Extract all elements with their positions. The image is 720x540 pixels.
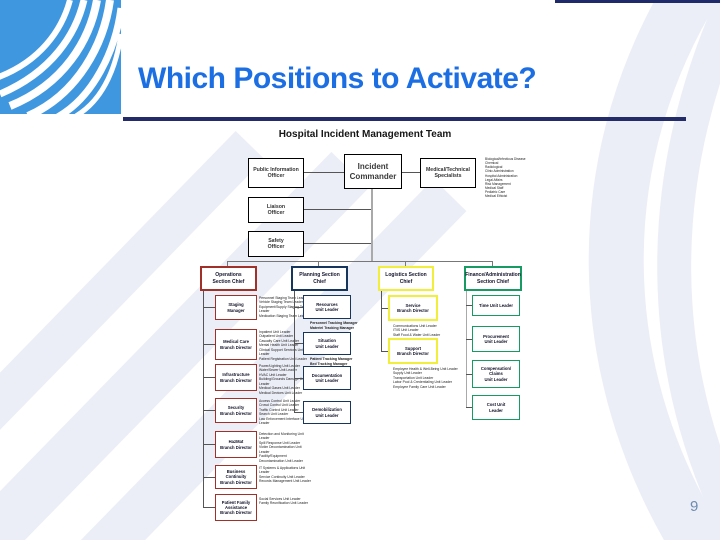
hazmat-units-list: Detection and Monitoring Unit Leader Spi… (259, 432, 304, 463)
connector (466, 407, 472, 409)
connector (304, 243, 371, 245)
service-branch-box: Service Branch Director (388, 295, 438, 321)
connector (466, 291, 468, 407)
time-unit-box: Time Unit Leader (472, 295, 520, 316)
staging-manager-box: Staging Manager (215, 295, 257, 320)
infrastructure-branch-box: Infrastructure Branch Director (215, 364, 257, 391)
connector (466, 374, 472, 376)
connector (492, 261, 494, 266)
finance-admin-section-chief-box: Finance/Administration Section Chief (464, 266, 522, 291)
connector (304, 172, 344, 174)
connector (402, 172, 420, 174)
connector (203, 477, 215, 479)
connector (203, 507, 215, 509)
resources-unit-box: Resources Unit Leader (303, 295, 351, 319)
connector (294, 307, 303, 309)
connector (381, 351, 388, 353)
connector (294, 291, 296, 412)
operations-section-chief-box: Operations Section Chief (200, 266, 257, 291)
page-title: Which Positions to Activate? (138, 62, 537, 95)
incident-commander-box: Incident Commander (344, 154, 402, 189)
page-number: 9 (690, 498, 699, 515)
connector (203, 291, 205, 507)
connector (203, 377, 215, 379)
safety-officer-box: Safety Officer (248, 231, 304, 257)
business-continuity-branch-box: Business Continuity Branch Director (215, 465, 257, 489)
public-information-officer-box: Public Information Officer (248, 158, 304, 188)
service-branch-units-list: Communications Unit Leader IT/IS Unit Le… (393, 324, 441, 337)
procurement-unit-box: Procurement Unit Leader (472, 326, 520, 352)
connector (466, 305, 472, 307)
brand-logo (0, 0, 121, 114)
demobilization-unit-box: Demobilization Unit Leader (303, 401, 351, 424)
security-branch-box: Security Branch Director (215, 398, 257, 423)
medical-technical-specialists-box: Medical/Technical Specialists (420, 158, 476, 188)
connector (466, 339, 472, 341)
resources-sub-units: Personnel Tracking Manager Materiel Trac… (310, 321, 358, 330)
connector (304, 209, 371, 211)
business-continuity-units-list: IT Systems & Applications Unit Leader Se… (259, 466, 311, 484)
situation-sub-units: Patient Tracking Manager Bed Tracking Ma… (310, 357, 353, 366)
cost-unit-box: Cost Unit Leader (472, 395, 520, 420)
compensation-claims-unit-box: Compensation/ Claims Unit Leader (472, 360, 520, 388)
connector (294, 412, 303, 414)
connector (370, 189, 373, 262)
connector (294, 378, 303, 380)
logistics-section-chief-box: Logistics Section Chief (378, 266, 434, 291)
hazmat-branch-box: HazMat Branch Director (215, 431, 257, 458)
situation-unit-box: Situation Unit Leader (303, 332, 351, 355)
medical-technical-specialists-list: Biological/Infectious Disease Chemical R… (485, 157, 526, 199)
connector (381, 291, 383, 351)
title-underline (123, 117, 686, 121)
connector (203, 344, 215, 346)
patient-family-units-list: Social Services Unit Leader Family Reuni… (259, 497, 308, 506)
support-branch-box: Support Branch Director (388, 338, 438, 364)
connector (203, 410, 215, 412)
planning-section-chief-box: Planning Section Chief (291, 266, 348, 291)
medical-care-branch-box: Medical Care Branch Director (215, 329, 257, 360)
patient-family-assistance-branch-box: Patient Family Assistance Branch Directo… (215, 494, 257, 521)
documentation-unit-box: Documentation Unit Leader (303, 366, 351, 390)
connector (203, 444, 215, 446)
liaison-officer-box: Liaison Officer (248, 197, 304, 223)
connector (227, 261, 493, 263)
support-branch-units-list: Employee Health & Well-Being Unit Leader… (393, 367, 458, 389)
connector (203, 307, 215, 309)
connector (381, 308, 388, 310)
connector (294, 343, 303, 345)
org-chart-title: Hospital Incident Management Team (278, 129, 452, 140)
